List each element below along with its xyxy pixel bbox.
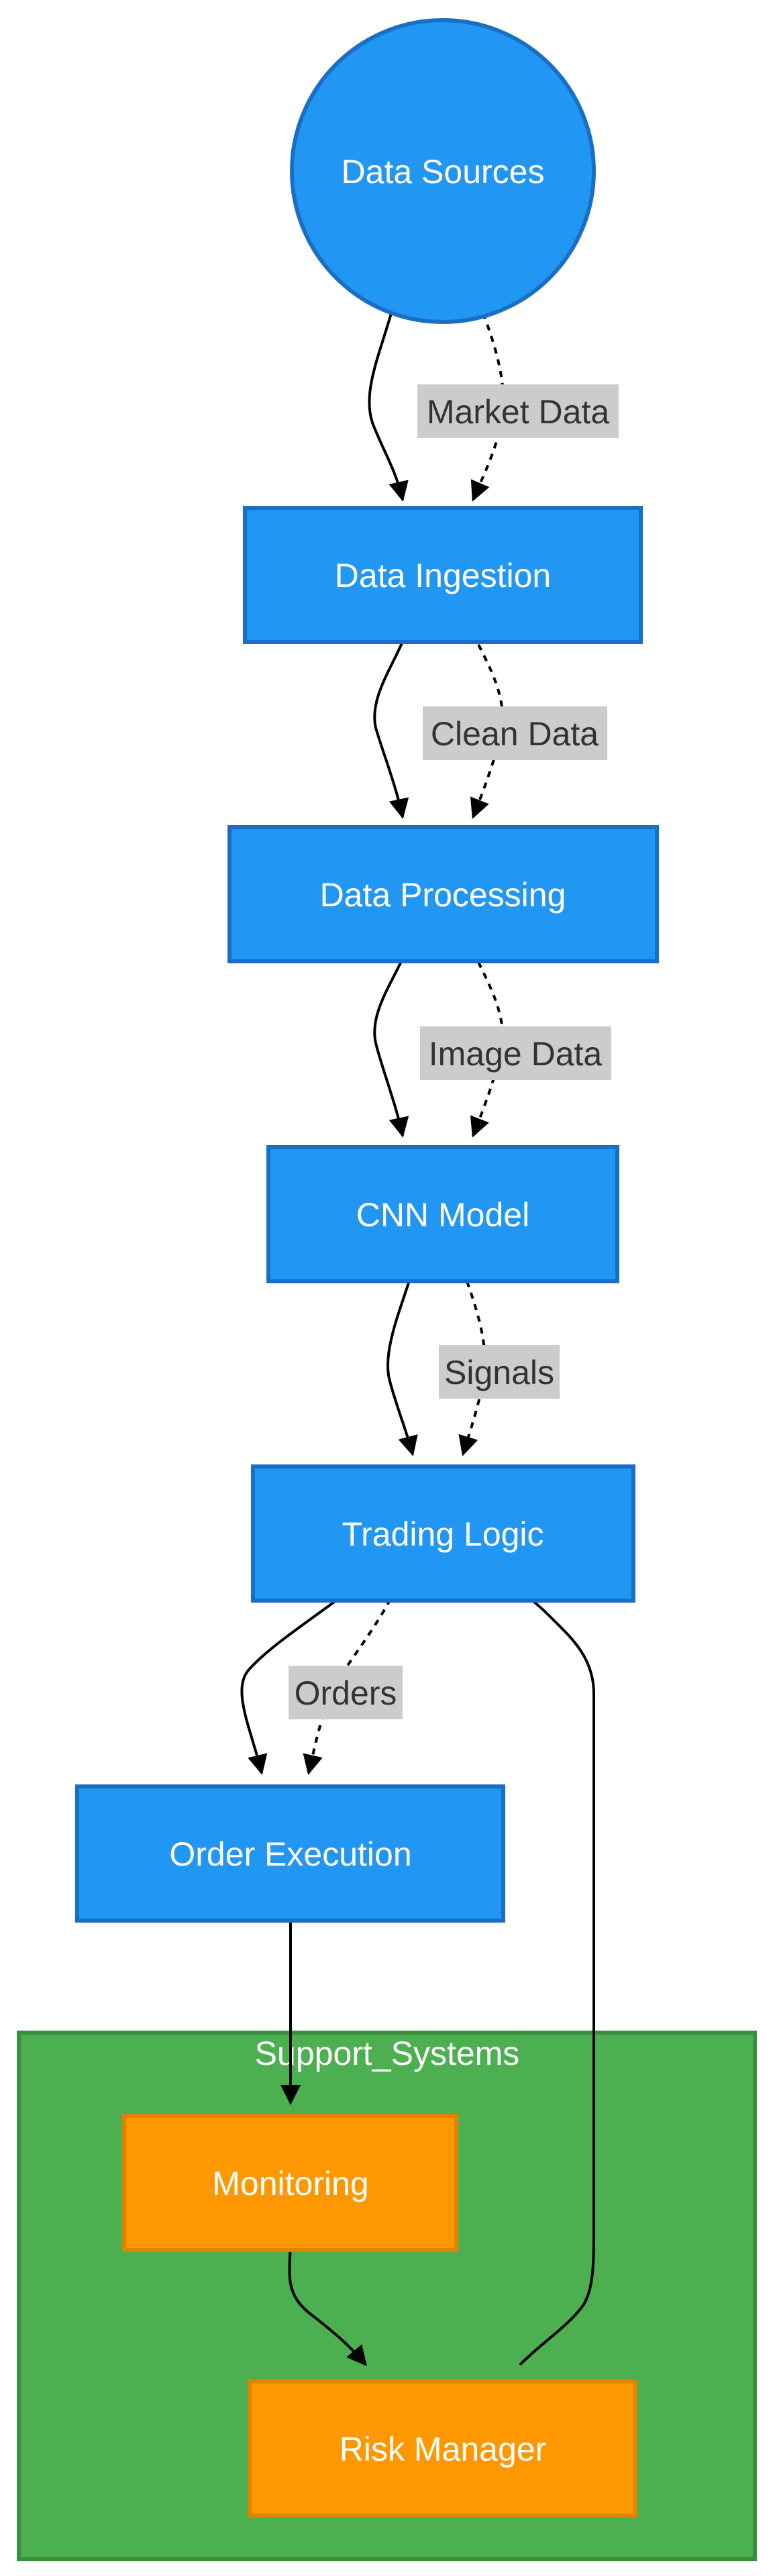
edge-cnn-to-trading xyxy=(386,1269,418,1456)
node-order-execution[interactable]: Order Execution xyxy=(75,1784,505,1923)
node-monitoring[interactable]: Monitoring xyxy=(122,2114,458,2252)
edge-label-market-data-text: Market Data xyxy=(427,393,610,431)
node-risk-manager-label: Risk Manager xyxy=(340,2430,546,2468)
node-data-sources-shape xyxy=(290,18,596,324)
node-order-execution-shape xyxy=(75,1784,505,1923)
edge-label-image-data-bg xyxy=(420,1026,611,1080)
node-data-sources[interactable]: Data Sources xyxy=(290,18,596,324)
node-data-sources-label: Data Sources xyxy=(342,153,545,191)
edge-risk-to-trading xyxy=(505,1580,595,2366)
edge-label-orders-bg xyxy=(289,1666,403,1719)
edge-trading-to-order xyxy=(240,1587,354,1775)
edge-sources-to-ingestion xyxy=(368,313,409,502)
node-data-ingestion-label: Data Ingestion xyxy=(335,557,551,594)
node-risk-manager-shape xyxy=(248,2379,637,2518)
node-data-processing[interactable]: Data Processing xyxy=(227,825,659,963)
node-data-processing-shape xyxy=(227,825,659,963)
edge-label-market-data-bg xyxy=(417,384,619,438)
node-monitoring-shape xyxy=(122,2114,458,2252)
nodes: Data Sources Data Ingestion Data Process… xyxy=(75,18,659,2518)
edge-label-market-data: Market Data xyxy=(417,384,619,438)
node-trading-logic-shape xyxy=(251,1464,635,1603)
edge-label-clean-data: Clean Data xyxy=(423,706,607,760)
edge-label-clean-data-bg xyxy=(423,706,607,760)
edge-label-orders-text: Orders xyxy=(295,1674,397,1712)
node-monitoring-label: Monitoring xyxy=(212,2165,368,2202)
edge-label-image-data-text: Image Data xyxy=(429,1035,603,1073)
node-data-processing-label: Data Processing xyxy=(320,876,566,914)
edge-ingestion-to-processing xyxy=(373,633,409,819)
node-data-ingestion-shape xyxy=(243,506,643,644)
edge-label-signals: Signals xyxy=(439,1345,560,1399)
node-risk-manager[interactable]: Risk Manager xyxy=(248,2379,637,2518)
edge-label-clean-data-text: Clean Data xyxy=(431,715,599,753)
edge-processing-to-cnn xyxy=(373,951,409,1138)
edge-monitoring-to-risk xyxy=(288,2237,367,2367)
node-trading-logic-label: Trading Logic xyxy=(342,1515,544,1553)
node-order-execution-label: Order Execution xyxy=(169,1835,411,1873)
support-systems-title: Support_Systems xyxy=(255,2035,520,2072)
edge-label-signals-text: Signals xyxy=(444,1354,554,1391)
node-data-ingestion[interactable]: Data Ingestion xyxy=(243,506,643,644)
edge-label-signals-bg xyxy=(439,1345,560,1399)
node-trading-logic[interactable]: Trading Logic xyxy=(251,1464,635,1603)
node-cnn-model-shape xyxy=(266,1145,619,1283)
node-cnn-model[interactable]: CNN Model xyxy=(266,1145,619,1283)
edge-label-image-data: Image Data xyxy=(420,1026,611,1080)
node-cnn-model-label: CNN Model xyxy=(356,1196,529,1234)
edge-label-orders: Orders xyxy=(289,1666,403,1719)
edge-labels: Market Data Clean Data Image Data Signal… xyxy=(289,384,619,1719)
